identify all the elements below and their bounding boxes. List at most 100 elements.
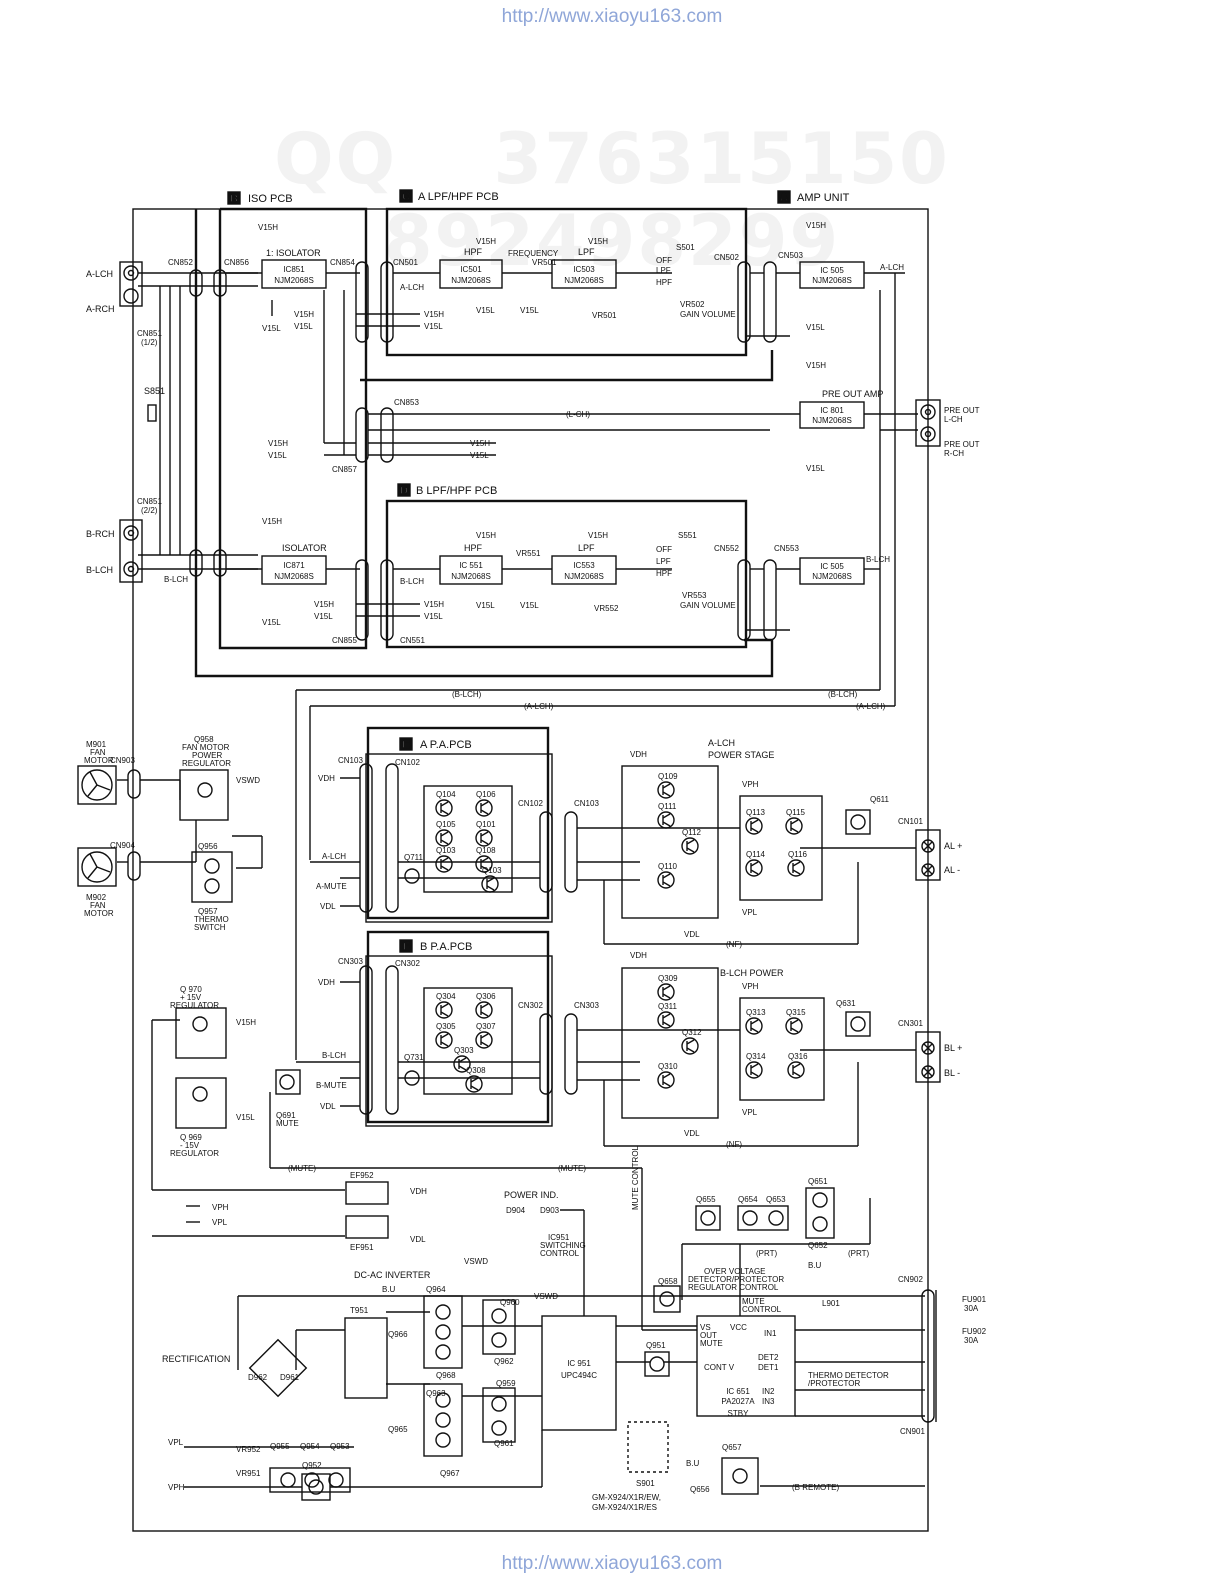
ic501-box — [439, 259, 503, 289]
transistor-label: Q316 — [788, 1052, 808, 1061]
q611-label: Q611 — [870, 795, 890, 804]
transistor-lines — [750, 861, 759, 875]
label-s551: S551 — [678, 531, 697, 540]
a-stage-title: A-LCH — [708, 738, 735, 748]
rail-v15l-6: V15L — [806, 323, 825, 332]
sig-a-mute: A-MUTE — [316, 882, 347, 891]
transistor-symbol — [850, 1016, 866, 1032]
rail-vswd-ic951: VSWD — [534, 1292, 558, 1301]
ic553-ref: IC553 — [573, 561, 595, 570]
ps-model2: GM-X924/X1R/ES — [592, 1503, 657, 1512]
pr-q657: Q657 — [722, 1443, 742, 1452]
rail-v15h-1: V15H — [258, 223, 278, 232]
ps-q952: Q952 — [302, 1461, 322, 1470]
pr-q658: Q658 — [658, 1277, 678, 1286]
transistor-symbol — [491, 1396, 507, 1412]
label-cn551: CN551 — [400, 636, 425, 645]
rail-vpl-b: VPL — [742, 1108, 758, 1117]
transistor-symbol — [404, 868, 420, 884]
sig-l-ch: (L-CH) — [566, 410, 590, 419]
sig-b-lch-2: (B-LCH) — [828, 690, 858, 699]
label-cn302: CN302 — [395, 959, 420, 968]
transistor-q103 — [435, 855, 453, 873]
pr-q651: Q651 — [808, 1177, 828, 1186]
pr-q653: Q653 — [766, 1195, 786, 1204]
footer-url[interactable]: http://www.xiaoyu163.com — [501, 1553, 723, 1574]
transistor-q115 — [785, 817, 803, 835]
transistor-q305 — [435, 1031, 453, 1049]
transistor-lines — [792, 861, 801, 875]
ic871-part: NJM2068S — [274, 572, 314, 581]
rail-v15l-9: V15L — [470, 451, 489, 460]
label-off-a: OFF — [656, 256, 672, 265]
transistor-label: Q113 — [746, 808, 766, 817]
transistor-label: Q311 — [658, 1002, 678, 1011]
transistor-lines — [686, 1039, 695, 1053]
transistor-label: Q115 — [786, 808, 806, 817]
transistor-q314 — [745, 1061, 763, 1079]
label-b-lch: B-LCH — [86, 565, 113, 575]
transistor-q104 — [435, 799, 453, 817]
label-cn102: CN102 — [395, 758, 420, 767]
ic503-ref: IC503 — [573, 265, 595, 274]
transistor-lines — [790, 819, 799, 833]
rail-v15l-5: V15L — [520, 306, 539, 315]
label-cn553: CN553 — [774, 544, 799, 553]
label-cn503: CN503 — [778, 251, 803, 260]
pr-ovd3: REGULATOR CONTROL — [688, 1283, 779, 1292]
ic-boxes — [261, 259, 865, 1431]
label-cn101: CN101 — [898, 817, 923, 826]
header-url[interactable]: http://www.xiaoyu163.com — [501, 6, 723, 27]
watermark: QQ 376315150 892498299 — [274, 118, 950, 282]
transistor-label: Q110 — [658, 862, 678, 871]
wiring — [117, 272, 937, 1488]
out-pre-r: PRE OUT — [944, 440, 980, 449]
pr-l901: L901 — [822, 1299, 840, 1308]
transistor-q108 — [475, 855, 493, 873]
ps-vr952: VR952 — [236, 1445, 261, 1454]
reg-q691-t: MUTE — [276, 1119, 299, 1128]
label-a-lch: A-LCH — [86, 269, 113, 279]
transistor-label: Q111 — [658, 802, 677, 811]
pin-det2: DET2 — [758, 1353, 779, 1362]
ic553-part: NJM2068S — [564, 572, 604, 581]
ic801-ref: IC 801 — [820, 406, 844, 415]
ic951-title: IC951 — [548, 1233, 570, 1242]
transistor-q313 — [745, 1017, 763, 1035]
label-cn302b: CN302 — [518, 1001, 543, 1010]
label-frequency: FREQUENCY — [508, 249, 559, 258]
ps-q965: Q965 — [388, 1425, 408, 1434]
label-cn904: CN904 — [110, 841, 135, 850]
ps-q953: Q953 — [330, 1442, 350, 1451]
ic551-box — [439, 555, 503, 585]
sig-a-lch-pa: A-LCH — [322, 852, 346, 861]
output-terminals — [915, 399, 941, 1083]
out-pre-l: PRE OUT — [944, 406, 980, 415]
label-vr501b: VR501 — [592, 311, 617, 320]
fan-m901-sub2: MOTOR — [84, 756, 114, 765]
transistor-symbol — [700, 1210, 716, 1226]
ic551-ref: IC 551 — [459, 561, 483, 570]
ps-q963: Q963 — [426, 1389, 446, 1398]
transistor-lines — [458, 1057, 467, 1071]
rail-bu-3: B.U — [686, 1459, 700, 1468]
transistor-lines — [750, 1063, 759, 1077]
transistor-q304 — [435, 1001, 453, 1019]
transistor-label: Q303 — [454, 1046, 474, 1055]
transistor-symbol — [850, 814, 866, 830]
transistor-q310 — [657, 1071, 675, 1089]
pin-mute-ctl2: CONTROL — [742, 1305, 782, 1314]
ic505b-part: NJM2068S — [812, 572, 852, 581]
reg-q969-t1: - 15V — [180, 1141, 200, 1150]
label-cn851b-sub: (2/2) — [141, 506, 158, 515]
rail-v15h-9: V15H — [470, 439, 490, 448]
transistor-lines — [480, 857, 489, 871]
rail-v15h-2: V15H — [294, 310, 314, 319]
ic951-ref: IC 951 — [567, 1359, 591, 1368]
label-vr551: VR551 — [516, 549, 541, 558]
reg-q691: Q691 — [276, 1111, 296, 1120]
transistor-label: Q315 — [786, 1008, 806, 1017]
ps-d962: D962 — [248, 1373, 268, 1382]
ic505a-part: NJM2068S — [812, 276, 852, 285]
pr-thermo1: THERMO DETECTOR — [808, 1371, 889, 1380]
